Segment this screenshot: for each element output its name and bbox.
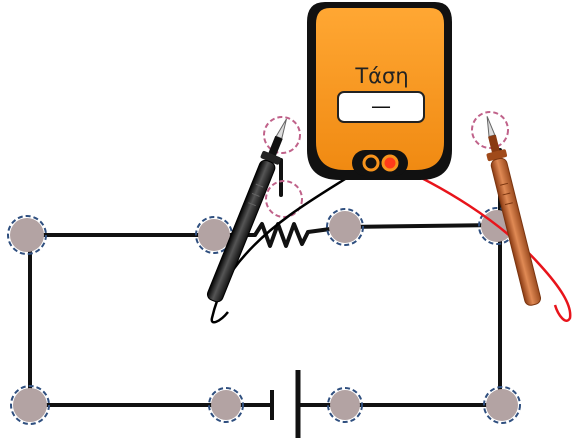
meter-label: Τάση: [354, 64, 408, 88]
multimeter-face: [316, 8, 444, 170]
terminal-battery-left[interactable]: [208, 387, 244, 423]
com-jack[interactable]: [362, 154, 380, 172]
circuit-terminals: [7, 207, 521, 425]
volt-jack[interactable]: [381, 154, 399, 172]
terminal-bottom-right[interactable]: [483, 386, 521, 424]
probe-target-rings: [263, 111, 509, 218]
terminal-top-left[interactable]: [7, 215, 47, 255]
terminal-bottom-left[interactable]: [10, 385, 50, 425]
battery-symbol: [270, 370, 301, 438]
resistor-symbol: [253, 222, 310, 248]
probe-target-red[interactable]: [471, 111, 509, 149]
black-probe[interactable]: [204, 115, 296, 304]
terminal-resistor-right[interactable]: [326, 208, 364, 246]
meter-display: [337, 91, 425, 123]
terminal-battery-right[interactable]: [327, 387, 363, 423]
multimeter[interactable]: Τάση —: [307, 2, 452, 180]
meter-reading: —: [371, 94, 391, 118]
probe-target-black-lower[interactable]: [265, 180, 303, 218]
wire-top-right: [343, 223, 502, 229]
probe-target-black-upper[interactable]: [263, 116, 301, 154]
meter-jack-panel: [352, 150, 408, 176]
red-probe[interactable]: [477, 114, 543, 307]
red-probe-lead: [389, 161, 572, 322]
